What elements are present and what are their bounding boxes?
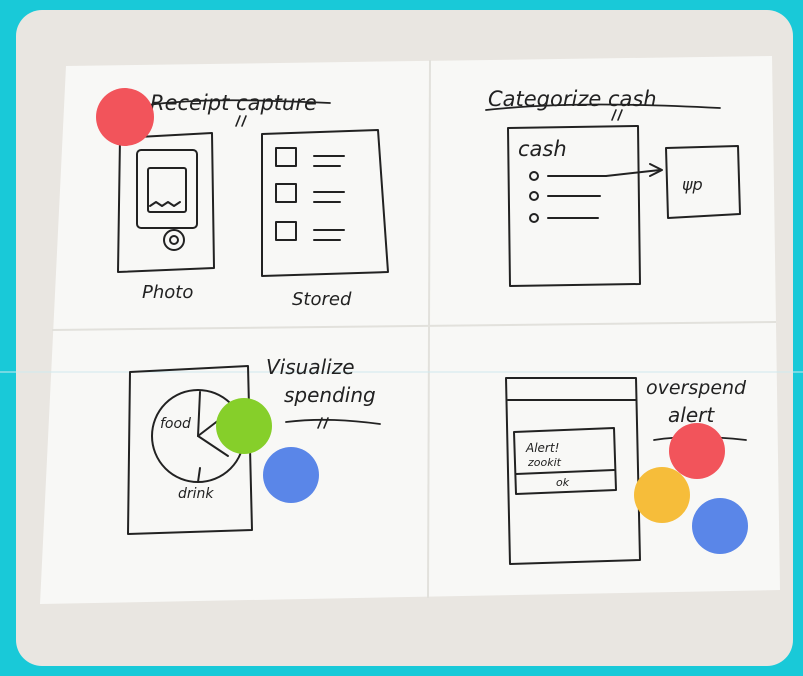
yellow-dot-overspend xyxy=(634,467,690,523)
visualize-title-line2: spending xyxy=(284,383,376,407)
alert-text-line2: zookit xyxy=(527,456,562,469)
receipt-capture-title: Receipt capture xyxy=(150,91,317,115)
cash-list-title: cash xyxy=(518,137,567,161)
stored-label: Stored xyxy=(292,289,352,310)
categorize-cash-panel xyxy=(485,103,741,287)
photo-label: Photo xyxy=(142,282,193,303)
food-slice-label: food xyxy=(160,416,191,432)
alert-ok-label: ok xyxy=(556,476,570,489)
visualize-spending-panel xyxy=(127,365,381,535)
red-dot-overspend xyxy=(669,423,725,479)
drink-slice-label: drink xyxy=(178,486,214,502)
receipt-capture-panel xyxy=(117,99,389,277)
visualize-title-line1: Visualize xyxy=(266,355,355,379)
overspend-title-line1: overspend xyxy=(646,377,747,399)
blue-dot-overspend xyxy=(692,498,748,554)
blue-dot-visualize xyxy=(263,447,319,503)
paper-fold-vertical xyxy=(427,59,431,599)
category-target-label: ψp xyxy=(682,175,703,194)
alert-text-line1: Alert! xyxy=(525,441,559,455)
overspend-alert-panel xyxy=(505,377,747,565)
paper-sheet xyxy=(40,56,780,604)
paper-fold-horizontal xyxy=(51,321,777,331)
green-dot-visualize xyxy=(216,398,272,454)
overspend-title-line2: alert xyxy=(668,403,715,427)
red-dot-receipt xyxy=(96,88,154,146)
categorize-cash-title: Categorize cash xyxy=(488,87,657,111)
